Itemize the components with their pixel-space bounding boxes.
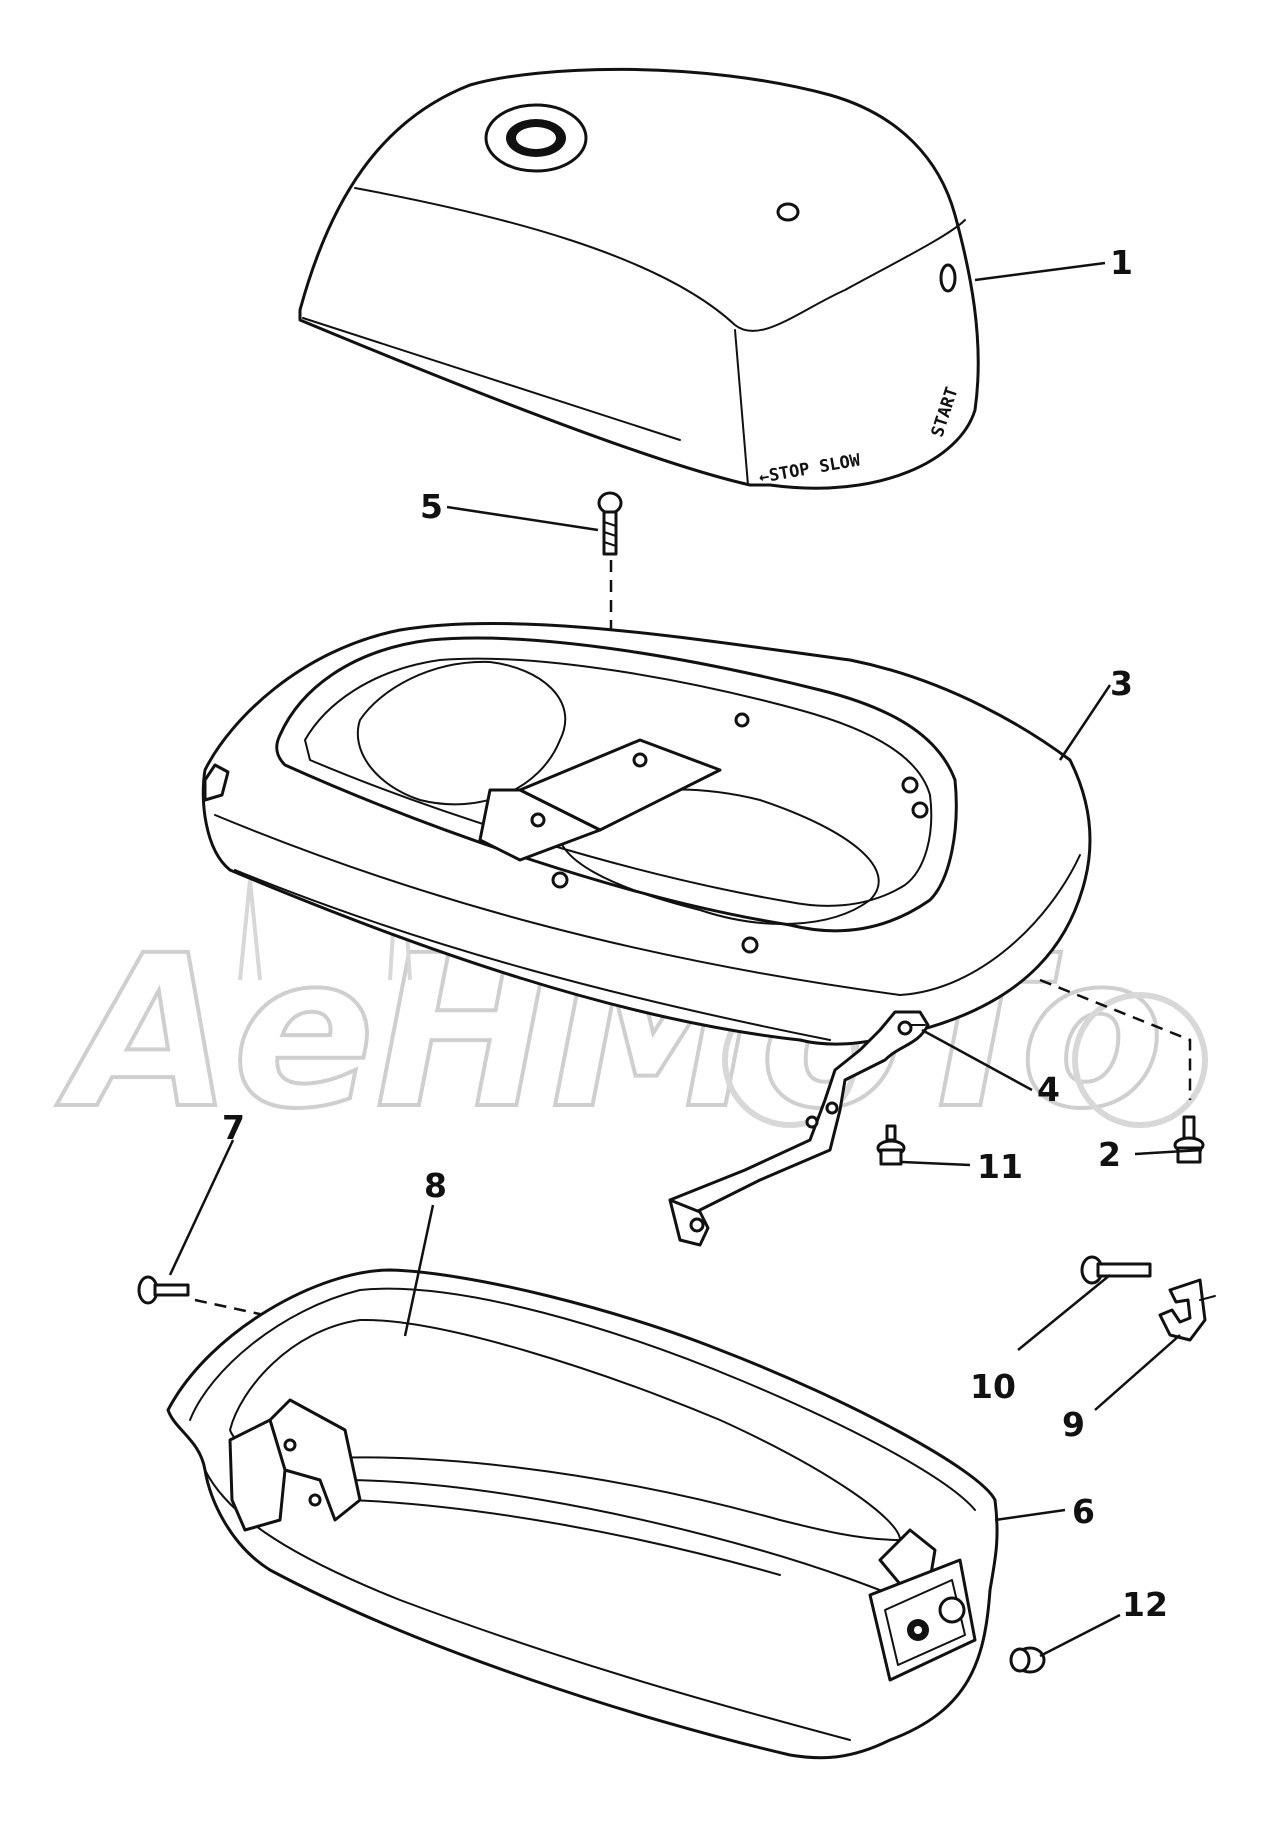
callout-7: 7	[222, 1108, 245, 1147]
callout-11: 11	[977, 1147, 1023, 1186]
callout-12: 12	[1122, 1585, 1168, 1624]
part-2-screw	[1173, 1115, 1205, 1164]
callouts: 1 2 3 4 5 6 7 8 9 10 11 12	[222, 243, 1168, 1624]
part-7-pin	[137, 1275, 381, 1342]
part-12-plug	[1009, 1646, 1046, 1674]
callout-6: 6	[1072, 1492, 1095, 1531]
part-3-motor-cover	[201, 621, 1192, 1100]
part-6-lower-pan	[166, 1268, 999, 1760]
callout-1: 1	[1110, 243, 1133, 282]
watermark-wheel-icon	[1072, 992, 1208, 1128]
part-1-top-cover: ←STOP SLOW START	[298, 67, 980, 490]
callout-4: 4	[1037, 1070, 1060, 1109]
callout-9: 9	[1062, 1405, 1085, 1444]
callout-5: 5	[420, 487, 443, 526]
part-4-lever-bracket	[668, 1010, 930, 1247]
callout-8: 8	[424, 1166, 447, 1205]
callout-10: 10	[970, 1367, 1016, 1406]
part-9-clip	[1158, 1278, 1216, 1342]
callout-2: 2	[1098, 1135, 1121, 1174]
leader-lines	[168, 261, 1203, 1658]
part-11-bolt	[876, 1124, 906, 1166]
callout-3: 3	[1110, 664, 1133, 703]
part-10-screw	[1080, 1255, 1152, 1285]
